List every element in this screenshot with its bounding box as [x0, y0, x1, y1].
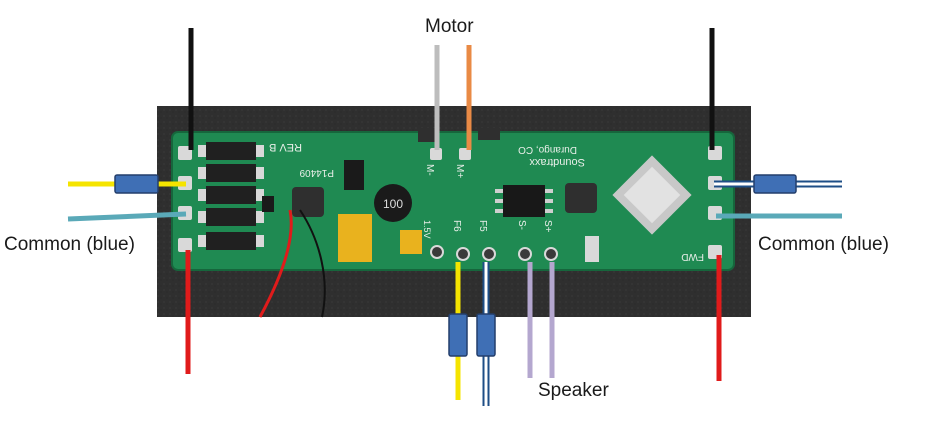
speaker-label: Speaker [538, 380, 609, 401]
decoder-board: 100 [171, 128, 735, 318]
pad-s-plus: S+ [542, 220, 553, 233]
board-rev: REV B [269, 141, 302, 153]
right-white-lead [714, 174, 842, 194]
diode-stack [198, 142, 264, 250]
board-brand: Soundtraxx [529, 156, 585, 168]
board-part: P14409 [299, 167, 334, 178]
pad-f5: F5 [477, 220, 488, 232]
board-black-wire [299, 209, 326, 318]
fwd-marking: FWD [681, 251, 704, 262]
pad-m-plus: M+ [454, 164, 465, 178]
common-right-label: Common (blue) [758, 234, 889, 255]
voltage-marking: 1.5V [422, 220, 432, 239]
f6-yellow-lead [448, 262, 468, 400]
left-common-wire [67, 211, 187, 222]
motor-label: Motor [425, 16, 474, 37]
amplifier-chip [503, 185, 545, 217]
inductor [374, 184, 412, 222]
f5-white-lead [476, 262, 496, 406]
tantalum-capacitor [338, 214, 372, 262]
board-location: Durango, CO [518, 144, 577, 155]
pad-f6: F6 [451, 220, 462, 232]
board-red-wire [258, 209, 293, 318]
pad-m-minus: M- [424, 164, 435, 176]
left-yellow-lead [68, 174, 186, 194]
common-left-label: Common (blue) [4, 234, 135, 255]
pad-s-minus: S- [516, 220, 527, 230]
inductor-marking: 100 [383, 197, 403, 211]
